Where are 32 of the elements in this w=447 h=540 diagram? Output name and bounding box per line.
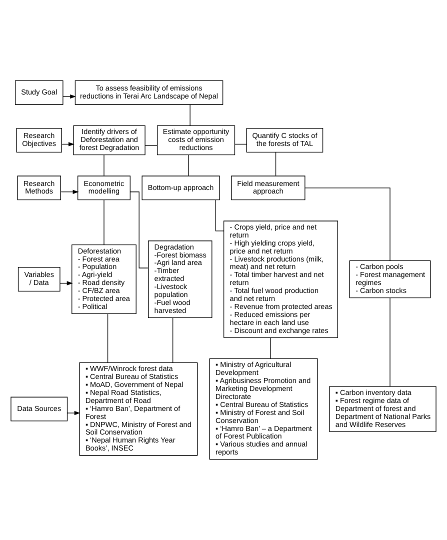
connector: [275, 152, 276, 176]
connector: [215, 200, 224, 232]
node-box: Deforestation - Forest area - Population - Agri-yield - Road density - CF/BZ area - Protected area - Political: [72, 244, 136, 314]
arrow: [60, 190, 79, 194]
node-box: Field measurement approach: [231, 176, 306, 200]
node-box: Bottom-up approach: [142, 176, 220, 200]
arrow: [66, 410, 80, 416]
node-box: Data Sources: [10, 396, 68, 422]
node-box: ▪ WWF/Winrock forest data ▪ Central Bureau of Statistics ▪ MoAD, Government of Nepal ▪ Nepal Road Statistics, Department of Road ▪ ‘Hamro Ban’, Department of Forest ▪ DNPWC, Ministry of Forest and Soil Conservation ▪ ‘Nepal Human Rights Year Books’, INSEC: [79, 362, 198, 456]
node-box: ▪ Ministry of Agricultural Development ▪ Agribusiness Promotion and Marketing Development Directorate ▪ Central Bureau of Statistics ▪ Ministry of Forest and Soil Conservation ▪ ‘Hamro Ban’ – a Department of Forest Publication ▪ Various studies and annual reports: [209, 358, 318, 460]
arrow: [62, 94, 76, 99]
connector: [107, 313, 108, 363]
node-box: - Crops yield, price and net return - High yielding crops yield, price and net return - Livestock productions (milk, meat) and net return - Total timber harvest and net return - Total fuel wood production and net return - Revenue from protected areas - Reduced emissions per hectare in each land use - Discount and exchange rates: [224, 220, 338, 338]
connector: [144, 145, 158, 146]
node-box: Study Goal: [14, 80, 64, 105]
node-box: Research Methods: [17, 176, 61, 200]
node-box: To assess feasibility of emissions reductions in Terai Arc Landscape of Nepal: [74, 80, 224, 105]
node-box: Quantify C stocks of the forests of TAL: [246, 128, 324, 152]
connector: [234, 144, 247, 145]
connector: [172, 317, 174, 363]
connector: [270, 337, 271, 359]
connector: [188, 154, 189, 176]
node-box: Variables / Data: [18, 267, 60, 292]
node-box: ▪ Carbon inventory data ▪ Forest regime data of Department of forest and Department of National Parks and Wildlife Reserves: [329, 386, 436, 432]
node-box: Research Objectives: [16, 128, 62, 152]
node-box: Econometric modelling: [78, 176, 130, 200]
node-box: Estimate opportunity costs of emission reductions: [156, 125, 236, 156]
node-box: Degradation -Forest biomass -Agri land area -Timber extracted -Livestock population -Fuel wood harvested: [148, 240, 212, 318]
node-box: - Carbon pools - Forest management regimes - Carbon stocks: [349, 260, 431, 298]
node-box: Identify drivers of Deforestation and forest Degradation: [73, 125, 146, 156]
connector: [130, 192, 149, 268]
connector: [304, 188, 390, 261]
